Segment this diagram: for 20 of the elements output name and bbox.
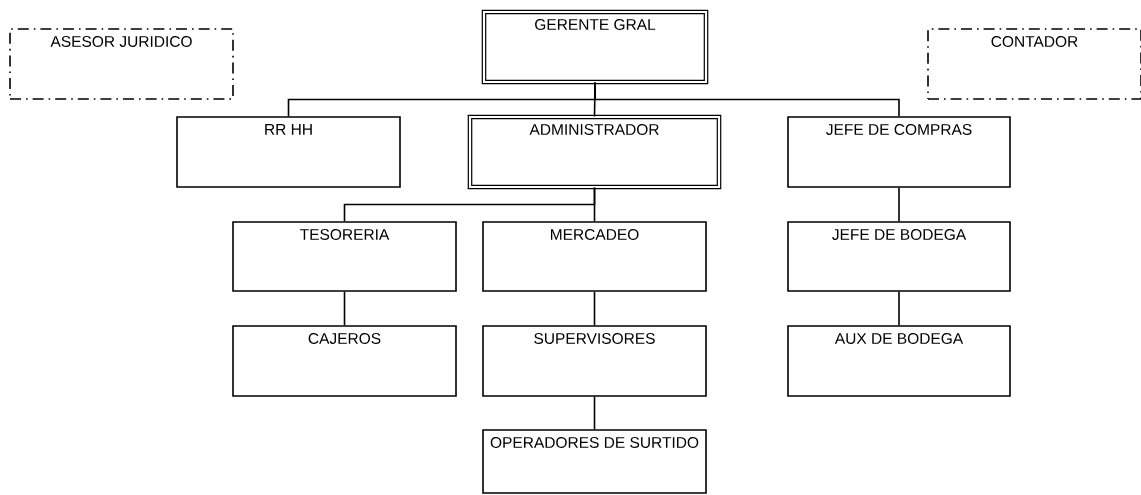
position-box: SUPERVISORES bbox=[482, 325, 707, 397]
connector-line bbox=[593, 291, 596, 326]
connector-line bbox=[898, 187, 900, 222]
position-box: MERCADEO bbox=[482, 221, 707, 292]
position-box: RR HH bbox=[176, 116, 401, 188]
position-box: CAJEROS bbox=[232, 325, 457, 397]
connector-line bbox=[343, 291, 346, 326]
manager-box: ADMINISTRADOR bbox=[467, 114, 722, 190]
position-box: JEFE DE BODEGA bbox=[787, 221, 1011, 292]
advisor-box: ASESOR JURIDICO bbox=[9, 28, 234, 100]
connector-line bbox=[593, 396, 596, 430]
connector-line bbox=[594, 81, 900, 117]
connector-line bbox=[593, 186, 596, 222]
manager-box: GERENTE GRAL bbox=[481, 9, 709, 85]
position-box: AUX DE BODEGA bbox=[787, 325, 1011, 397]
position-box: TESORERIA bbox=[232, 221, 457, 292]
position-box: OPERADORES DE SURTIDO bbox=[482, 429, 707, 494]
position-box: JEFE DE COMPRAS bbox=[787, 116, 1011, 188]
connector-line bbox=[898, 291, 900, 326]
advisor-box: CONTADOR bbox=[927, 28, 1141, 100]
